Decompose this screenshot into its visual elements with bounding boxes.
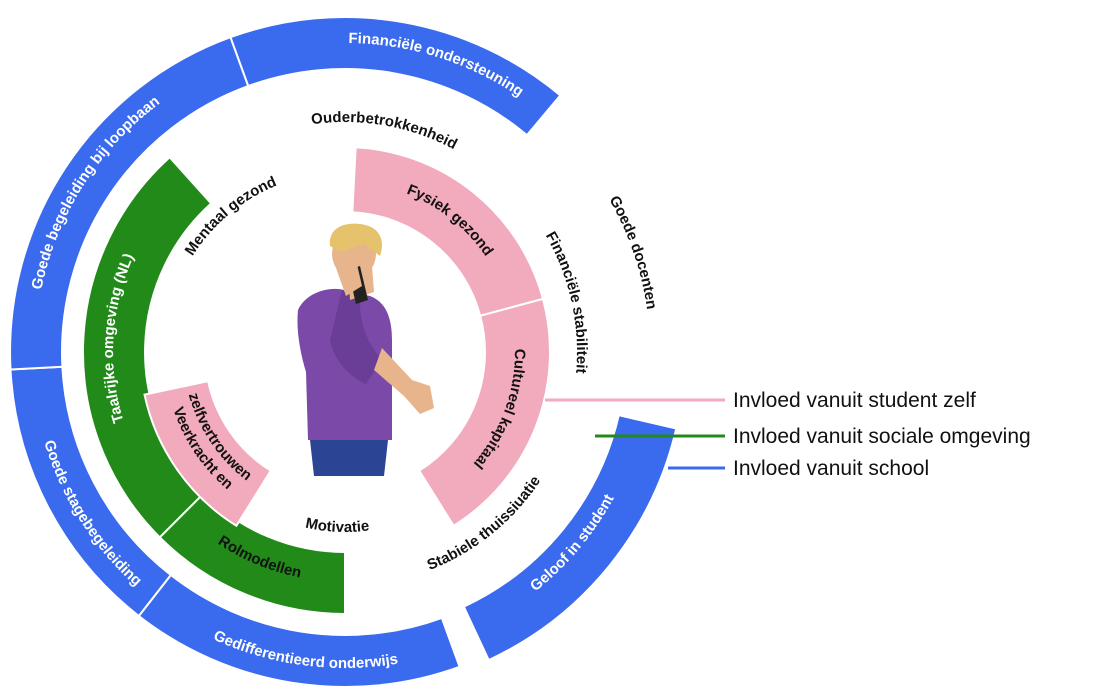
person-on-phone-icon: [297, 223, 434, 476]
segment-financiele-ondersteuning: [229, 16, 562, 137]
label-motivatie: Motivatie: [304, 515, 370, 536]
legend: Invloed vanuit student zelf Invloed vanu…: [545, 389, 1031, 480]
school-ring: [9, 16, 680, 687]
segment-fysiek-gezond: [351, 146, 545, 318]
label-ouderbetrokkenheid: Ouderbetrokkenheid: [310, 109, 460, 153]
student-ring: [143, 146, 551, 528]
legend-label-school: Invloed vanuit school: [733, 457, 929, 480]
segment-goede-begeleiding-bij-loopbaan: [9, 35, 250, 371]
legend-label-student: Invloed vanuit student zelf: [733, 389, 976, 412]
legend-label-social: Invloed vanuit sociale omgeving: [733, 425, 1031, 448]
segment-geloof-in-student-raised: [462, 414, 678, 662]
segment-cultureel-kapitaal: [417, 297, 551, 528]
segment-veerkracht-en-zelfvertrouwen: [143, 379, 273, 528]
label-goede-docenten: Goede docenten: [606, 193, 660, 310]
segment-goede-docenten: [527, 95, 680, 438]
